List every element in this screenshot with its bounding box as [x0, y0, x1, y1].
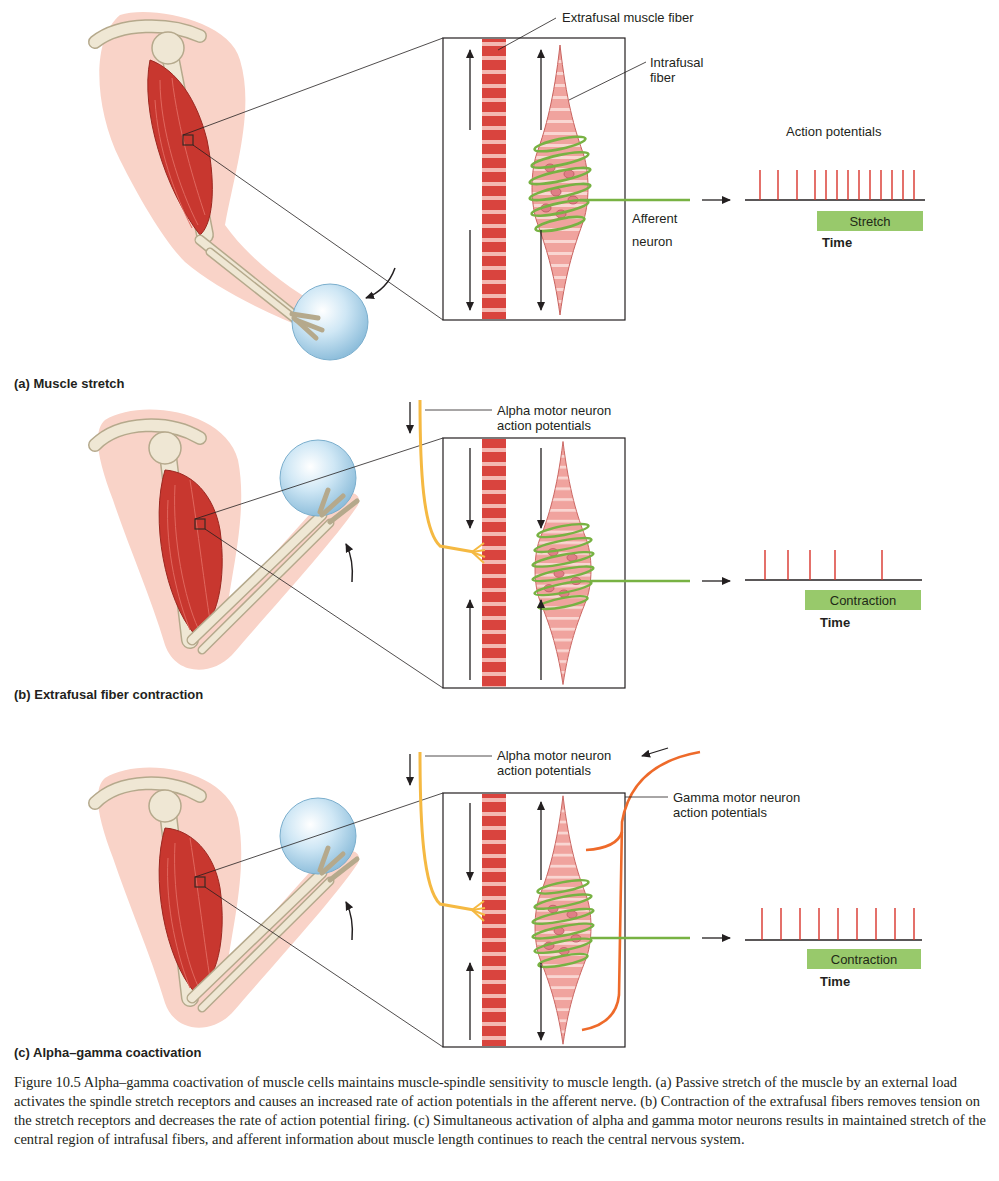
panel-label: (c) Alpha–gamma coactivation — [14, 1045, 201, 1060]
spike — [880, 170, 881, 200]
motor-end-plate — [472, 901, 485, 921]
extrafusal-fiber — [482, 794, 506, 1046]
intrafusal-fiber — [532, 442, 595, 685]
axis-label: Time — [820, 615, 850, 630]
zoom-box — [443, 438, 625, 688]
spike — [799, 908, 800, 940]
extrafusal-fiber — [482, 39, 506, 319]
trace-baseline — [745, 199, 925, 200]
part-label: Extrafusal muscle fiber — [562, 10, 694, 25]
alpha-motor-neuron — [420, 752, 474, 910]
trace-baseline — [745, 579, 922, 580]
action-potential-trace — [745, 908, 922, 940]
spike — [894, 908, 895, 940]
spike — [913, 908, 914, 940]
phase-text: Contraction — [831, 952, 897, 967]
zoom-box — [443, 793, 625, 1047]
leader-line — [569, 62, 646, 100]
signal-label: Gamma motor neuron action potentials — [673, 790, 818, 820]
phase-text: Contraction — [830, 593, 896, 608]
signal-label: Alpha motor neuron action potentials — [497, 403, 637, 433]
signal-arrow — [409, 754, 410, 785]
axis-label: Time — [822, 235, 852, 250]
spike — [787, 550, 788, 580]
spike — [764, 550, 765, 580]
leader-line — [425, 410, 492, 411]
part-label: Intrafusal fiber — [650, 55, 720, 85]
force-arrows — [470, 50, 541, 310]
force-arrows — [470, 448, 541, 680]
phase-bar: Contraction — [805, 590, 921, 610]
signal-arrow — [702, 937, 730, 938]
panel-label: (a) Muscle stretch — [14, 376, 125, 391]
afferent-neuron — [590, 937, 690, 940]
signal-arrow — [409, 402, 410, 433]
leader-line — [625, 797, 668, 798]
intrafusal-fiber — [532, 796, 595, 1044]
spike — [780, 908, 781, 940]
action-potential-trace — [745, 550, 922, 580]
gamma-motor-neuron — [586, 832, 622, 850]
motor-end-plate — [472, 543, 485, 563]
phase-text: Stretch — [849, 214, 890, 229]
afferent-neuron — [590, 580, 690, 583]
spike — [836, 170, 837, 200]
spike — [881, 550, 882, 580]
signal-arrow — [702, 580, 730, 581]
leader-line — [498, 18, 556, 50]
spike — [761, 908, 762, 940]
spike — [891, 170, 892, 200]
alpha-motor-neuron — [420, 400, 474, 552]
spike — [759, 170, 760, 200]
spike — [818, 908, 819, 940]
zoom-lines — [183, 38, 443, 320]
spike — [858, 170, 859, 200]
spike — [875, 908, 876, 940]
signal-arrow — [702, 199, 730, 200]
phase-bar: Contraction — [807, 949, 921, 969]
afferent-neuron — [580, 199, 690, 202]
intrafusal-fiber — [529, 45, 592, 315]
arm-illustration — [95, 409, 359, 669]
spike — [809, 550, 810, 580]
signal-label: Alpha motor neuron action potentials — [497, 748, 637, 778]
spike — [825, 170, 826, 200]
signal-arrow — [642, 748, 668, 756]
spike — [902, 170, 903, 200]
spike — [913, 170, 914, 200]
figure-caption: Figure 10.5 Alpha–gamma coactivation of … — [14, 1073, 989, 1149]
axis-title: Action potentials — [786, 124, 881, 139]
leader-line — [425, 756, 492, 757]
zoom-lines — [195, 793, 443, 1047]
spike — [847, 170, 848, 200]
arm-illustration — [95, 12, 395, 360]
spike — [796, 170, 797, 200]
spike — [837, 908, 838, 940]
action-potential-trace — [745, 170, 925, 200]
extrafusal-fiber — [482, 439, 506, 687]
zoom-lines — [195, 438, 443, 688]
panel-label: (b) Extrafusal fiber contraction — [14, 687, 203, 702]
part-label: Afferent neuron — [632, 207, 694, 253]
spike — [777, 170, 778, 200]
spike — [869, 170, 870, 200]
phase-bar: Stretch — [817, 211, 923, 231]
force-arrows — [470, 802, 541, 1040]
zoom-box — [443, 38, 625, 320]
spike — [814, 170, 815, 200]
axis-label: Time — [820, 974, 850, 989]
spike — [834, 550, 835, 580]
spike — [856, 908, 857, 940]
arm-illustration — [95, 767, 359, 1027]
